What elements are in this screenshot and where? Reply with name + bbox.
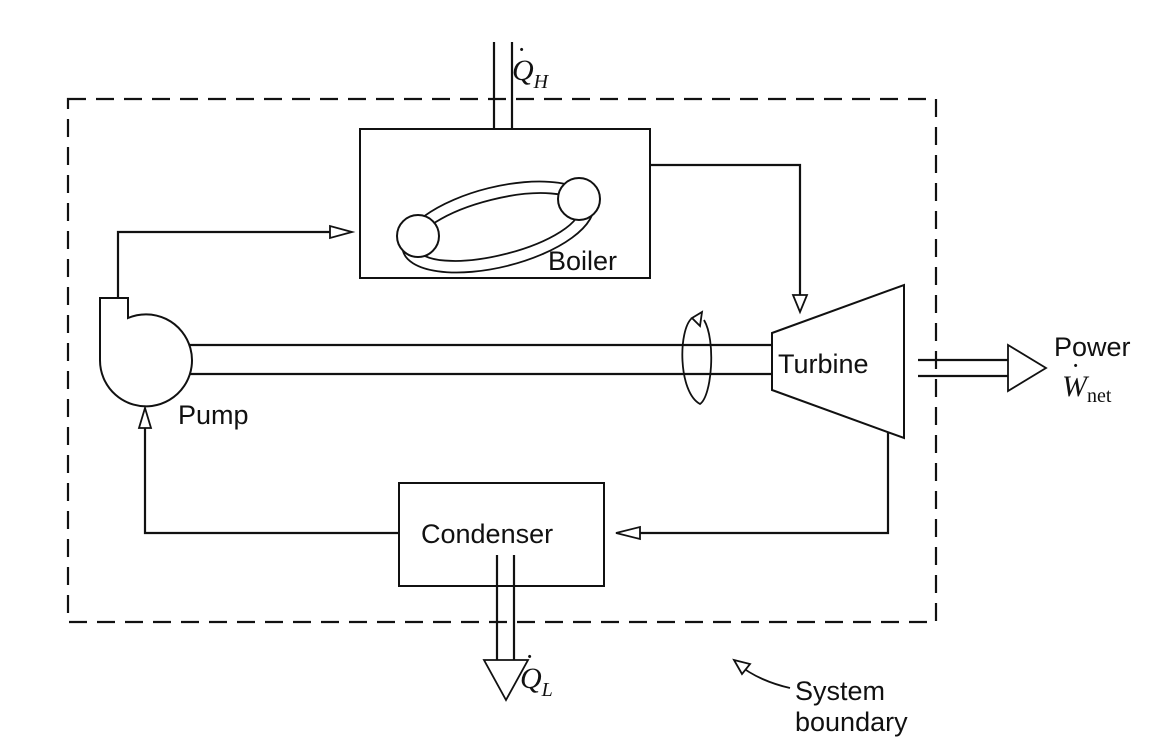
heat-output-symbol: Q xyxy=(520,662,542,695)
heat-output-subscript: L xyxy=(541,679,553,701)
pipe-boiler-to-turbine xyxy=(650,163,802,306)
power-symbol: W xyxy=(1062,370,1090,403)
pump-icon xyxy=(98,297,193,408)
heat-output-dot: · xyxy=(526,642,533,671)
shaft-rotation-icon xyxy=(681,310,713,406)
turbine-shape xyxy=(771,283,905,440)
condenser-inlet-arrowhead xyxy=(615,525,641,541)
system-boundary-label-line1: System xyxy=(795,676,885,706)
heat-output-label: QL xyxy=(520,662,553,701)
heat-input-label: QH xyxy=(512,54,550,93)
heat-input-dot: · xyxy=(518,35,525,64)
pump-inlet-arrowhead xyxy=(137,404,153,429)
pipe-turbine-to-condenser xyxy=(628,432,890,535)
heat-output-arrow xyxy=(482,555,530,702)
power-output-arrow xyxy=(918,343,1048,393)
condenser-label: Condenser xyxy=(421,519,553,549)
boiler-drums-icon xyxy=(396,177,601,274)
heat-input-subscript: H xyxy=(533,71,550,93)
condenser-box xyxy=(398,482,605,587)
system-boundary-label-line2: boundary xyxy=(795,707,908,737)
pipe-pump-to-boiler xyxy=(116,230,338,298)
power-label: Power xyxy=(1054,332,1131,362)
boiler-label: Boiler xyxy=(548,246,617,276)
turbine-label: Turbine xyxy=(778,349,869,379)
system-boundary-pointer xyxy=(732,658,791,689)
power-symbol-label: Wnet xyxy=(1062,370,1112,407)
power-dot: · xyxy=(1072,351,1079,380)
pipe-condenser-to-pump xyxy=(143,420,399,535)
boiler-inlet-arrowhead xyxy=(329,224,356,240)
power-subscript: net xyxy=(1087,385,1112,407)
turbine-inlet-arrowhead xyxy=(791,294,809,315)
pump-label: Pump xyxy=(178,400,249,430)
heat-input-symbol: Q xyxy=(512,54,534,87)
